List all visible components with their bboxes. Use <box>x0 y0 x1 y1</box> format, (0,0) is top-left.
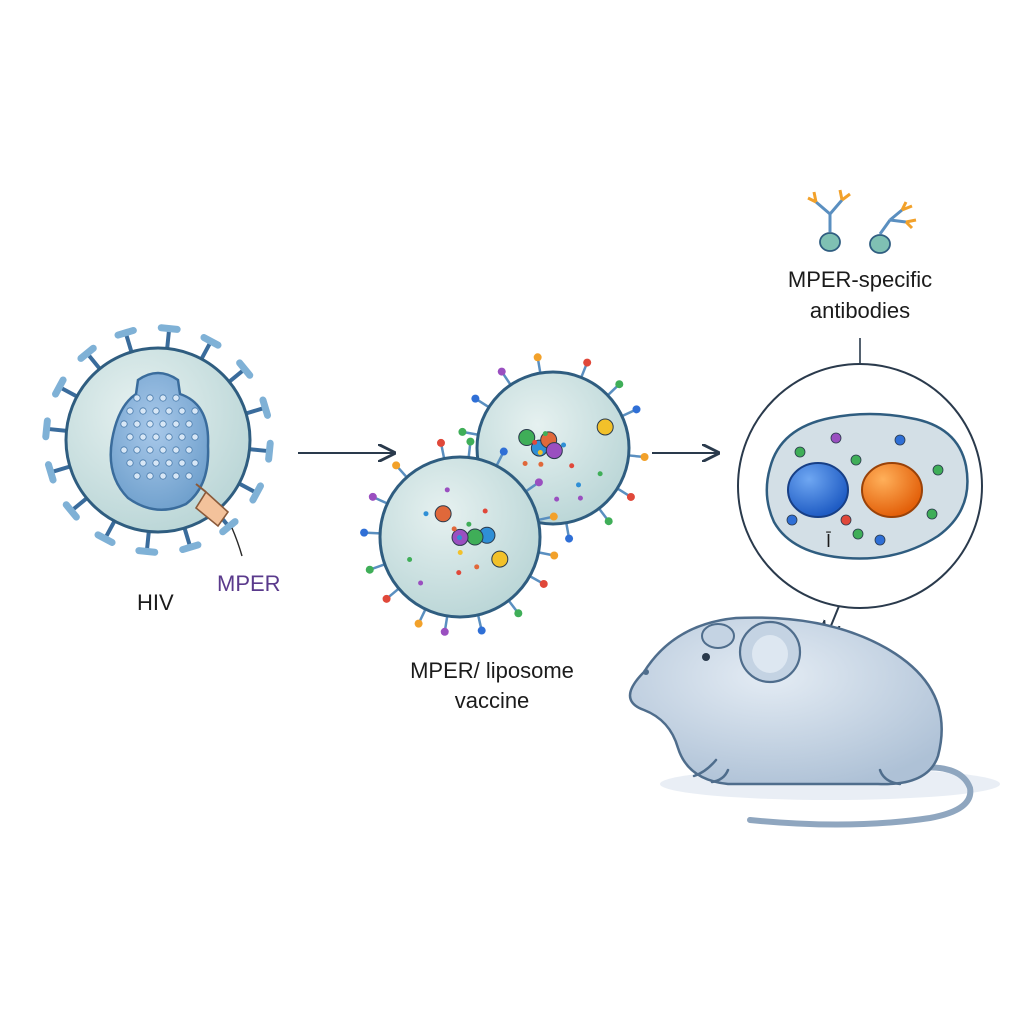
b-cell-blue <box>787 462 849 518</box>
vaccine-label-line1: MPER/ liposome <box>410 658 574 683</box>
vaccine-label-line2: vaccine <box>454 688 530 713</box>
hiv-virion-icon <box>42 324 274 557</box>
antibody-icon-left <box>807 189 851 252</box>
b-cell-orange <box>861 462 923 518</box>
antibody-icon-right <box>869 201 917 254</box>
cell-mark-label: Ī <box>826 531 832 551</box>
hiv-label: HIV <box>137 590 174 615</box>
antibodies-label-line1: MPER-specific <box>787 267 933 292</box>
envelope-spikes <box>42 324 274 556</box>
capsid-dots <box>120 394 199 480</box>
mper-label: MPER <box>217 571 281 596</box>
antibodies-label-line2: antibodies <box>809 298 911 323</box>
mouse-icon <box>628 616 1000 828</box>
syringe-icon <box>194 483 243 557</box>
cell-icon <box>737 363 983 609</box>
liposome-front-icon <box>360 437 559 636</box>
